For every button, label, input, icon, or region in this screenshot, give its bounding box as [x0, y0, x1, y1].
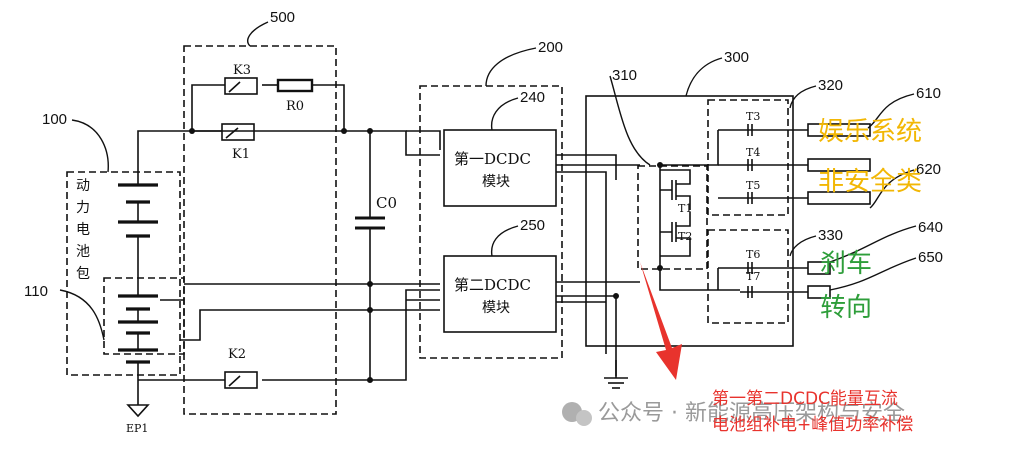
ref-110: 110 [24, 283, 48, 300]
battery-char-3: 电 [76, 222, 90, 238]
battery-char-4: 池 [76, 244, 90, 260]
dcdc2-subtitle: 模块 [482, 300, 510, 316]
ref-640: 640 [918, 219, 943, 236]
c0-capacitor [355, 216, 385, 230]
box-100 [66, 171, 181, 376]
box-300 [585, 95, 794, 347]
junction-dots [189, 128, 663, 383]
label-k2: K2 [228, 347, 246, 362]
dcdc1-module-box [443, 129, 557, 207]
watermark-text: 公众号 · 新能源高压架构与安全 [598, 401, 905, 426]
k2-switch [224, 371, 258, 389]
ref-500: 500 [270, 9, 295, 26]
battery-char-5: 包 [76, 266, 90, 282]
box-310 [637, 165, 708, 270]
label-r0: R0 [286, 99, 304, 114]
ref-310: 310 [612, 67, 637, 84]
load-steering: 转向 [820, 293, 872, 323]
box-110 [103, 277, 185, 355]
annotation-line1: 第一第二DCDC能量互流 [712, 389, 898, 409]
ref-250: 250 [520, 217, 545, 234]
label-t4: T4 [746, 146, 760, 159]
ref-610: 610 [916, 85, 941, 102]
battery-cells [118, 183, 158, 364]
box-330 [707, 229, 789, 324]
dcdc2-module-box [443, 255, 557, 333]
ep1-ground [126, 404, 150, 418]
label-t1: T1 [678, 202, 692, 215]
ref-200: 200 [538, 39, 563, 56]
dcdc1-title: 第一DCDC [454, 150, 531, 168]
box-200 [419, 85, 563, 359]
battery-char-2: 力 [76, 200, 90, 216]
ref-330: 330 [818, 227, 843, 244]
ref-320: 320 [818, 77, 843, 94]
box-320 [707, 99, 789, 216]
dcdc2-title: 第二DCDC [454, 276, 531, 294]
k1-switch [221, 123, 255, 141]
ref-620: 620 [916, 161, 941, 178]
ref-240: 240 [520, 89, 545, 106]
label-k3: K3 [233, 63, 251, 78]
flow-arrow [640, 262, 682, 380]
watermark: 公众号 · 新能源高压架构与安全 [562, 401, 905, 426]
label-t5: T5 [746, 179, 760, 192]
label-c0: C0 [376, 194, 397, 212]
label-t7: T7 [746, 270, 760, 283]
load-non-safety: 非安全类 [818, 167, 922, 197]
label-t6: T6 [746, 248, 760, 261]
ref-100: 100 [42, 111, 67, 128]
load-entertainment: 娱乐系统 [818, 117, 922, 147]
label-t3: T3 [746, 110, 760, 123]
label-t2: T2 [678, 230, 692, 243]
label-ep1: EP1 [126, 422, 148, 435]
ref-650: 650 [918, 249, 943, 266]
load-brake: 刹车 [820, 249, 872, 279]
box-500 [183, 45, 337, 415]
annotation-line2: 电池组补电+峰值功率补偿 [712, 415, 913, 435]
battery-char-1: 动 [76, 178, 90, 194]
dcdc1-subtitle: 模块 [482, 174, 510, 190]
label-k1: K1 [232, 147, 250, 162]
ref-300: 300 [724, 49, 749, 66]
k3-switch [224, 77, 258, 95]
r0-resistor [276, 78, 314, 93]
